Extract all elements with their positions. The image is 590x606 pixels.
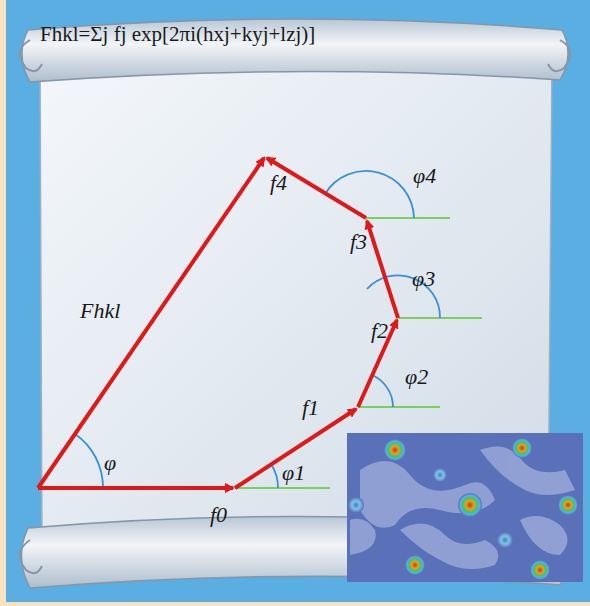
vector-label: f3: [350, 231, 367, 253]
angle-label: φ3: [412, 268, 435, 290]
vector-label: Fhkl: [80, 300, 120, 322]
vector-label: f1: [302, 397, 319, 419]
vector-label: f0: [210, 504, 227, 526]
structure-factor-formula: Fhkl=Σj fj exp[2πi(hxj+kyj+lzj)]: [40, 24, 315, 45]
angle-label: φ1: [282, 462, 305, 484]
vector-label: f4: [270, 172, 287, 194]
angle-label: φ: [104, 452, 116, 474]
angle-label: φ2: [405, 366, 428, 388]
angle-label: φ4: [413, 165, 436, 187]
vector-label: f2: [371, 320, 388, 342]
